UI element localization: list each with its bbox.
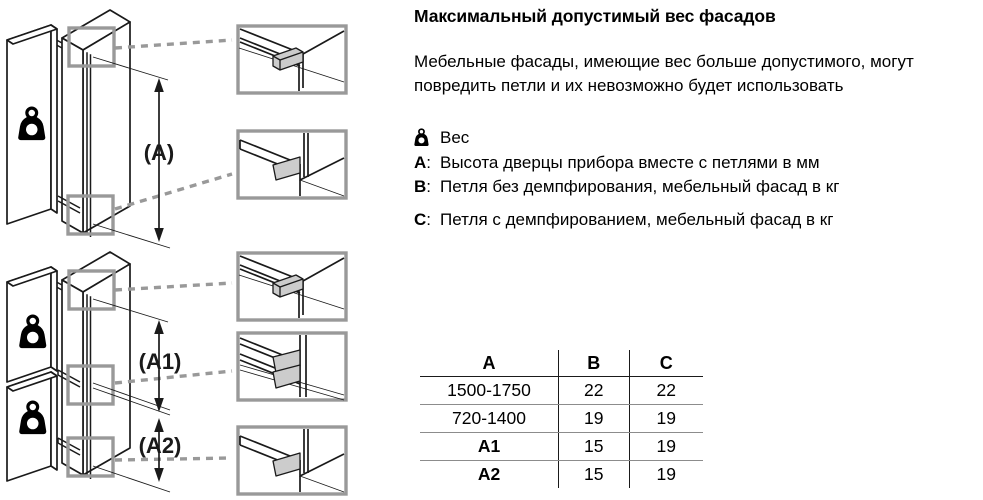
text-column: Максимальный допустимый вес фасадов Мебе…: [414, 0, 983, 500]
leader-line-top: [114, 281, 233, 292]
leader-line-top: [114, 38, 233, 50]
hinge-block-lower: [272, 364, 301, 389]
table-cell-b: 15: [558, 460, 630, 488]
table-cell-b: 15: [558, 432, 630, 461]
table-cell-c: 19: [628, 432, 703, 461]
table-header-b: B: [558, 350, 630, 377]
detail-view-bottom: [236, 129, 348, 200]
hinge-block: [272, 452, 301, 477]
detail-view-top: [236, 24, 348, 95]
legend-item-b: B: Петля без демпфирования, мебельный фа…: [414, 175, 980, 199]
legend-label-c: Петля с демпфированием, мебельный фасад …: [440, 209, 834, 229]
table-cell-a: 720-1400: [420, 404, 559, 433]
legend-list: Вес A: Высота дверцы прибора вместе с пе…: [414, 126, 980, 232]
table-row: A2 15 19: [420, 460, 703, 488]
hinge-block: [272, 47, 304, 71]
dimension-label-a2: (A2): [139, 433, 182, 458]
leader-line-middle: [114, 369, 233, 385]
legend-item-weight: Вес: [414, 126, 980, 150]
callout-box-top: [67, 26, 116, 68]
single-door-figure: (A): [6, 9, 348, 249]
legend-item-a: A: Высота дверцы прибора вместе с петлям…: [414, 151, 980, 175]
leader-line-bottom: [114, 456, 233, 462]
table-cell-b: 22: [558, 376, 630, 405]
leader-line-bottom: [114, 172, 233, 211]
legend-key-c: C:: [414, 209, 432, 229]
weight-icon: [414, 126, 440, 150]
table-cell-c: 22: [628, 376, 703, 405]
table-cell-c: 19: [628, 404, 703, 433]
legend-key-b: B:: [414, 177, 432, 196]
table-cell-a: A2: [477, 464, 501, 484]
table-row: 720-1400 19 19: [420, 404, 703, 433]
table-row: 1500-1750 22 22: [420, 376, 703, 405]
page-title: Максимальный допустимый вес фасадов: [414, 6, 776, 26]
two-door-figure: (A1) (A2): [6, 251, 348, 496]
hinge-block: [272, 156, 301, 181]
illustration-column: (A): [0, 0, 400, 500]
dimension-arrow-a: [154, 78, 164, 242]
callout-box-bottom: [66, 194, 115, 236]
callout-box-top: [67, 269, 116, 311]
dimension-label-a1: (A1): [139, 349, 182, 374]
intro-paragraph: Мебельные фасады, имеющие вес больше доп…: [414, 52, 914, 95]
legend-label-weight: Вес: [440, 128, 470, 147]
dimension-arrow-a2: [154, 418, 164, 482]
table-header-row: A B C: [420, 350, 703, 377]
callout-box-middle: [66, 364, 115, 406]
dimension-arrow-a1: [154, 320, 164, 412]
legend-label-b: Петля без демпфирования, мебельный фасад…: [440, 177, 840, 196]
table-cell-c: 19: [628, 460, 703, 488]
legend-item-c: C: Петля с демпфированием, мебельный фас…: [414, 208, 980, 232]
dimension-label-a: (A): [144, 140, 175, 165]
detail-view-top: [236, 251, 348, 322]
table-cell-a: 1500-1750: [420, 376, 559, 405]
hinge-block: [272, 274, 304, 298]
legend-label-a: Высота дверцы прибора вместе с петлями в…: [440, 152, 820, 172]
table-cell-a: A1: [420, 432, 559, 461]
weight-table: A B C 1500-1750 22 22 720-1400 19 19 A1: [420, 350, 703, 488]
table-header-a: A: [420, 350, 559, 377]
legend-key-a: A:: [414, 152, 432, 172]
table-header-c: C: [628, 350, 703, 377]
table-row: A1 15 19: [420, 432, 703, 461]
detail-view-middle: [236, 331, 348, 402]
table-cell-b: 19: [558, 404, 630, 433]
callout-box-bottom: [66, 436, 115, 478]
detail-view-bottom: [236, 425, 348, 496]
